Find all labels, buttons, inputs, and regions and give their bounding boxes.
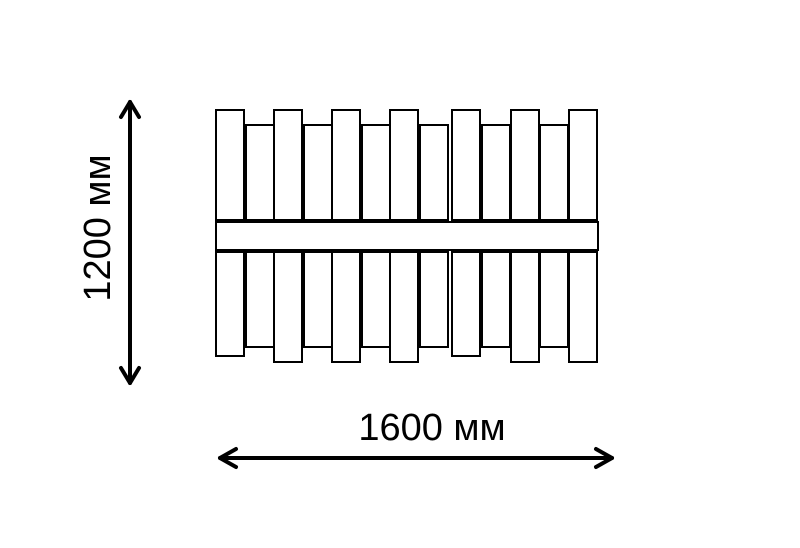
back-plank <box>303 251 333 348</box>
front-plank <box>510 251 540 363</box>
back-plank <box>539 251 569 348</box>
height-arrow-bottom-head <box>119 366 141 385</box>
width-dimension: 1600 мм <box>218 407 614 469</box>
front-plank <box>215 109 245 221</box>
width-label: 1600 мм <box>358 407 505 449</box>
back-plank <box>245 124 275 221</box>
front-planks <box>215 109 598 363</box>
front-plank <box>273 251 303 363</box>
back-plank <box>539 124 569 221</box>
front-plank <box>510 109 540 221</box>
back-plank <box>303 124 333 221</box>
front-plank <box>331 251 361 363</box>
front-plank <box>215 251 245 357</box>
back-plank <box>245 251 275 348</box>
front-plank <box>451 109 481 221</box>
back-plank <box>361 251 391 348</box>
back-plank <box>419 124 449 221</box>
front-plank <box>568 109 598 221</box>
back-plank <box>481 124 511 221</box>
back-plank <box>481 251 511 348</box>
front-plank <box>331 109 361 221</box>
front-plank <box>389 251 419 363</box>
front-plank <box>568 251 598 363</box>
height-arrow-top-head <box>119 100 141 119</box>
center-beam <box>215 221 599 251</box>
front-plank <box>273 109 303 221</box>
back-plank <box>361 124 391 221</box>
width-arrow-right-head <box>594 447 614 469</box>
height-dimension: 1200 мм <box>77 100 141 385</box>
front-plank <box>451 251 481 357</box>
back-plank <box>419 251 449 348</box>
width-arrow-left-head <box>218 447 238 469</box>
height-label: 1200 мм <box>77 154 119 301</box>
front-plank <box>389 109 419 221</box>
back-planks <box>245 124 569 348</box>
